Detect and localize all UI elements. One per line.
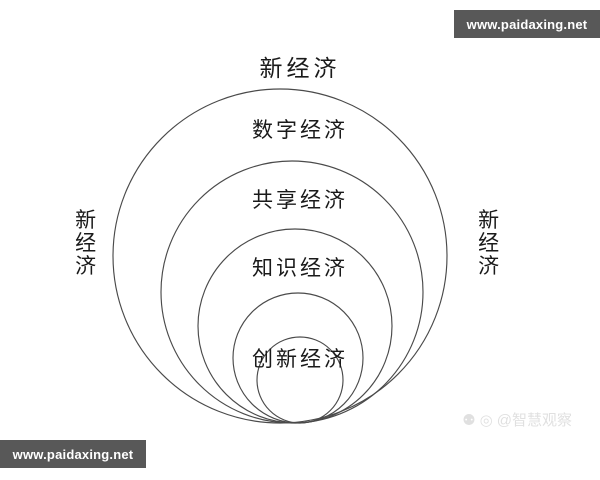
side-label-right-new-economy: 新经济: [475, 208, 500, 278]
watermark-top-right: www.paidaxing.net: [454, 10, 600, 38]
weibo-handle-label: @智慧观察: [496, 412, 572, 429]
weibo-watermark: ⚉ ◎ @智慧观察: [462, 411, 572, 429]
circle-group: [112, 88, 448, 424]
ring-circle-inner: [256, 336, 344, 424]
ring-label-new-economy: 新经济: [259, 56, 341, 81]
ring-label-knowledge-economy: 知识经济: [252, 256, 348, 280]
ring-label-digital-economy: 数字经济: [252, 118, 348, 142]
watermark-bottom-left: www.paidaxing.net: [0, 440, 146, 468]
ring-label-sharing-economy: 共享经济: [252, 188, 348, 212]
ring-label-innovation-economy: 创新经济: [252, 347, 348, 371]
side-label-left-new-economy: 新经济: [72, 208, 97, 278]
weibo-logo-icon: ⚉: [462, 411, 476, 429]
at-sign-icon: ◎: [479, 411, 493, 429]
